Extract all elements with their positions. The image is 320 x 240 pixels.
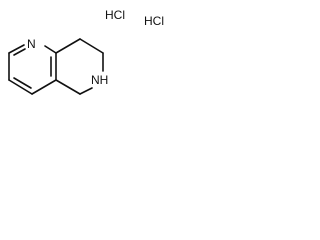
chemical-structure-diagram: HCl HCl N NH [8,8,164,95]
bond-c8a-c8 [55,38,81,54]
amine-nitrogen-label: NH [91,73,108,87]
bond-c4-c3 [8,79,33,95]
bond-c2-n1 [8,44,25,54]
bond-c8-c7 [79,38,104,54]
hcl-label-1: HCl [105,8,125,22]
piperidine-ring [55,38,104,95]
bond-c4a-c4 [31,79,57,95]
bond-c2-n1-inner [13,48,26,56]
bond-c4-c3-inner [13,77,32,89]
bond-n1-c8a [44,45,57,54]
pyridine-nitrogen-label: N [27,37,36,51]
pyridine-ring [8,44,57,95]
bond-n6-c5 [79,87,93,95]
bond-c5-c4a [55,79,81,95]
hcl-label-2: HCl [144,14,164,28]
